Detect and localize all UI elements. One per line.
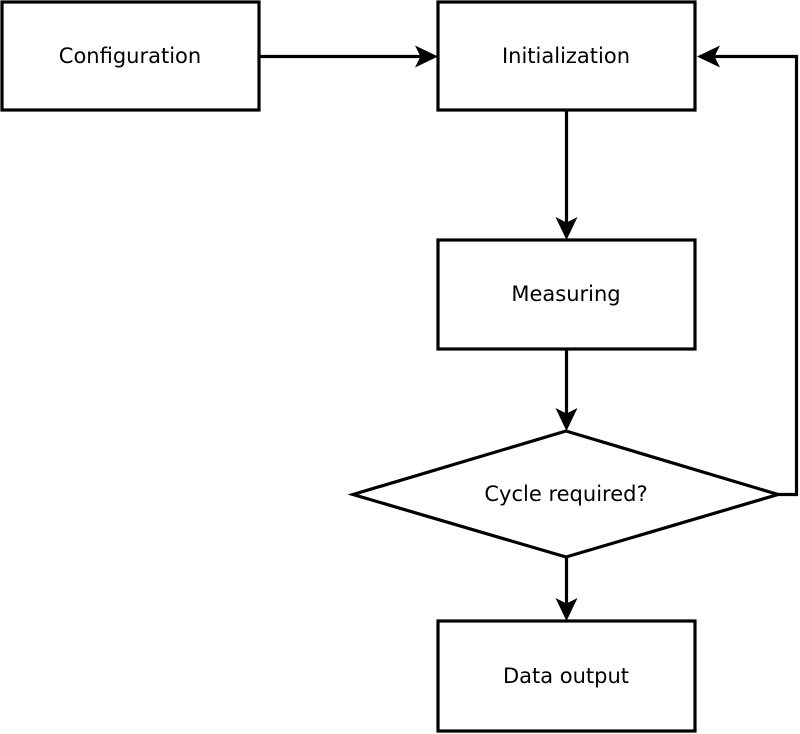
node-data-output-label: Data output <box>503 664 629 688</box>
node-configuration[interactable]: Configuration <box>0 0 261 112</box>
node-cycle-required-diamond[interactable] <box>347 429 784 559</box>
arrow-head-into-cycle-top <box>555 408 578 431</box>
node-measuring[interactable]: Measuring <box>436 238 697 351</box>
edge-cycle-required-to-data-output <box>555 557 578 621</box>
node-measuring-box[interactable] <box>436 238 697 351</box>
node-cycle-required-label: Cycle required? <box>484 482 647 506</box>
node-configuration-label: Configuration <box>59 44 201 68</box>
edge-measuring-to-cycle-required <box>555 349 578 431</box>
edge-configuration-to-initialization <box>259 45 438 68</box>
node-data-output[interactable]: Data output <box>436 619 697 733</box>
node-initialization[interactable]: Initialization <box>436 0 697 112</box>
arrow-head-into-initialization-right <box>697 45 720 68</box>
arrow-head-into-data-output-top <box>555 598 578 621</box>
node-data-output-box[interactable] <box>436 619 697 733</box>
arrow-head-into-measuring-top <box>555 217 578 240</box>
edge-line-feedback-loop <box>712 54 799 497</box>
node-initialization-label: Initialization <box>502 44 630 68</box>
arrow-head-into-initialization-left <box>415 45 438 68</box>
edge-cycle-required-to-initialization-feedback <box>697 45 799 497</box>
node-configuration-box[interactable] <box>0 0 261 112</box>
node-cycle-required[interactable]: Cycle required? <box>347 429 784 559</box>
edge-initialization-to-measuring <box>555 110 578 240</box>
node-initialization-box[interactable] <box>436 0 697 112</box>
node-measuring-label: Measuring <box>511 282 620 306</box>
